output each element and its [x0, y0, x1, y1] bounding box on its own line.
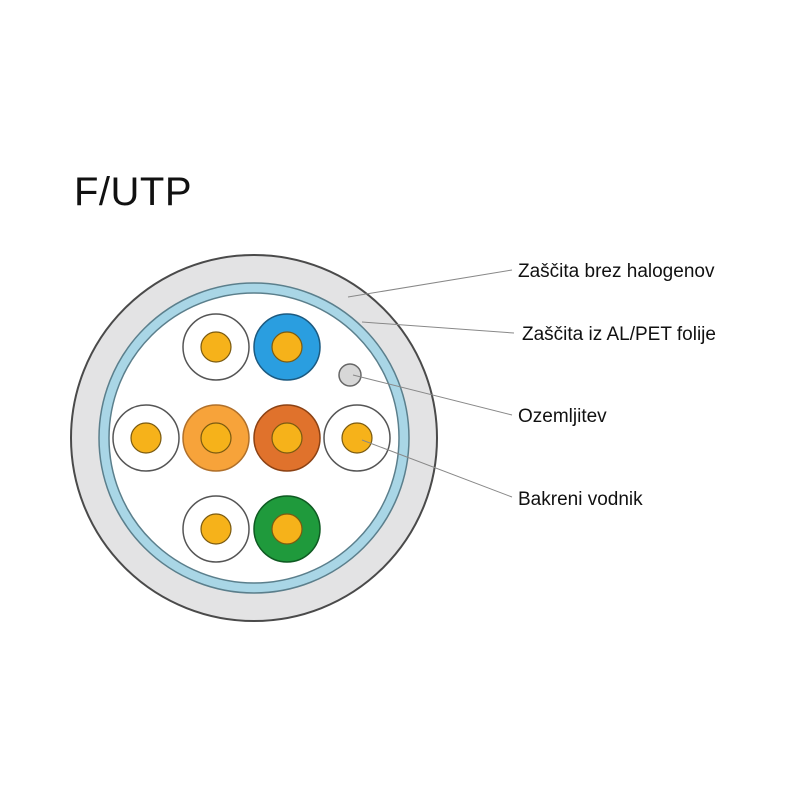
conductor-white-bottom-left — [182, 495, 250, 563]
conductor-white-mid-right — [323, 404, 391, 472]
conductor-blue — [253, 313, 321, 381]
label-foil-shield: Zaščita iz AL/PET folije — [522, 324, 716, 345]
leader-line-foil-shield — [361, 321, 515, 334]
label-drain-wire: Ozemljitev — [518, 406, 607, 427]
conductor-green — [253, 495, 321, 563]
conductor-white-mid-left — [112, 404, 180, 472]
conductor-orange — [182, 404, 250, 472]
cable-type-title: F/UTP — [74, 170, 193, 214]
label-copper-conductor: Bakreni vodnik — [518, 489, 643, 510]
leader-line-outer-jacket — [347, 269, 513, 298]
drain-wire — [338, 363, 362, 387]
leader-line-drain-wire — [352, 374, 513, 416]
conductor-brown — [253, 404, 321, 472]
leader-line-copper-conductor — [361, 439, 513, 498]
label-outer-jacket: Zaščita brez halogenov — [518, 261, 715, 282]
conductor-white-top-left — [182, 313, 250, 381]
